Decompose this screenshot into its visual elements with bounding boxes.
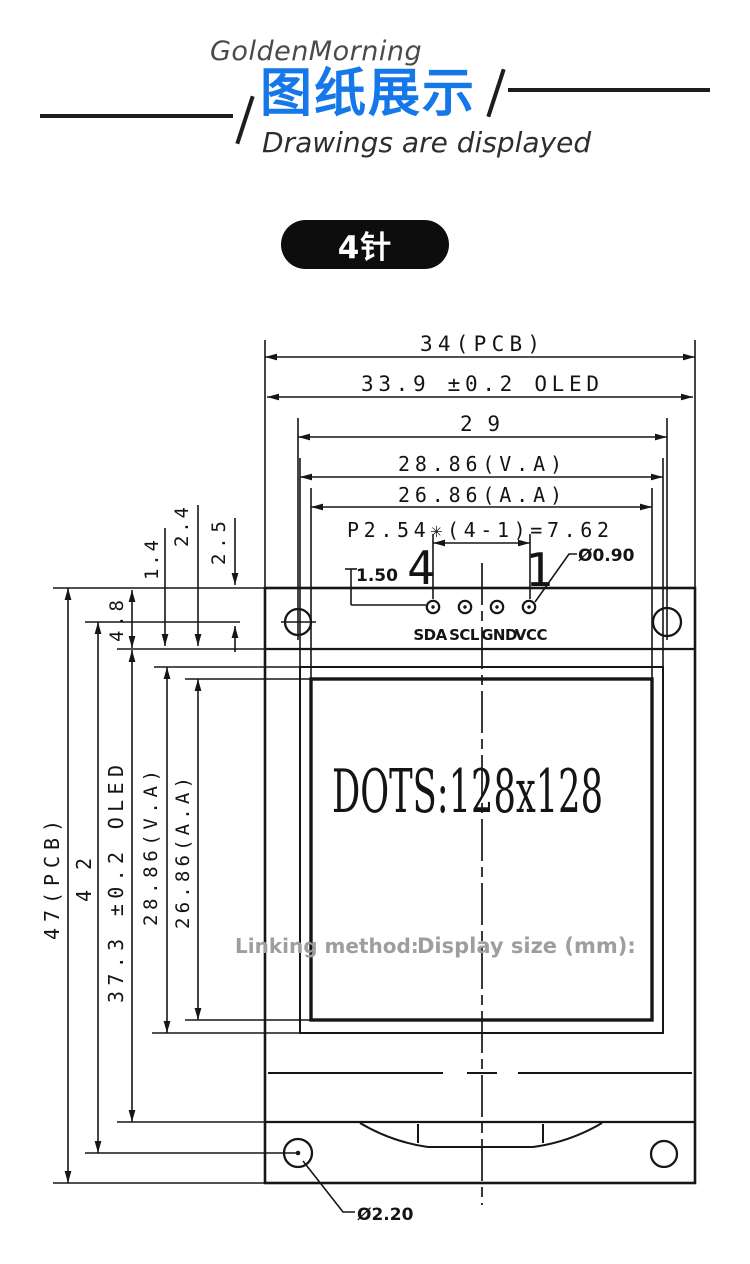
dim-offset-2-5: 2.5 (208, 521, 230, 565)
dim-aa-width: 26.86(A.A) (398, 483, 562, 507)
pin-label-gnd: GND (481, 626, 517, 644)
pin-number-4: 4 (407, 541, 435, 595)
watermark-linking-method: Linking method: (235, 934, 419, 958)
mount-hole-top-right (651, 606, 683, 638)
title-right-line (508, 88, 710, 92)
watermark-display-size: Display size (mm): (417, 934, 636, 958)
mount-hole-top-left (283, 607, 313, 637)
dim-oled-top-offset: 4.8 (106, 600, 128, 642)
dim-va-width: 28.86(V.A) (398, 452, 562, 476)
page-title: 图纸展示 (260, 64, 477, 124)
dim-hole-span-height: 42 (72, 858, 96, 902)
dim-hole-span-width: 29 (460, 412, 500, 436)
pin-label-vcc: VCC (515, 626, 548, 644)
dim-oled-width: 33.9 ±0.2 OLED (361, 372, 599, 396)
mount-hole-bottom-right (649, 1139, 679, 1169)
callout-mount-hole-dia: Ø2.20 (357, 1205, 414, 1225)
dim-aa-height: 26.86(A.A) (172, 777, 194, 929)
dim-pin-pitch: P2.54✳(4-1)=7.62 (347, 518, 609, 542)
display-dots-text: DOTS:128x128 (332, 757, 603, 827)
dim-offset-2-4: 2.4 (171, 507, 193, 547)
dim-offset-1-4: 1.4 (141, 540, 163, 580)
extension-lines (53, 340, 696, 1184)
dim-pcb-height: 47(PCB) (40, 820, 64, 940)
pin-count-badge: 4针 (281, 220, 449, 269)
mounting-holes (282, 606, 683, 1169)
leader-lines (302, 553, 577, 1213)
dimension-lines (64, 353, 695, 1183)
page-subtitle: Drawings are displayed (262, 126, 592, 159)
pin-label-scl: SCL (449, 626, 480, 644)
brand-name: GoldenMorning (210, 36, 423, 67)
dim-va-height: 28.86(V.A) (140, 770, 162, 926)
pcb-outline (263, 563, 697, 1205)
pin-count-label: 4针 (337, 230, 393, 266)
dim-pcb-width: 34(PCB) (420, 332, 540, 356)
pin-number-1: 1 (525, 543, 553, 597)
dim-oled-height: 37.3 ±0.2 OLED (104, 765, 128, 1003)
pin-holes (425, 599, 537, 615)
callout-pin-hole-dia: Ø0.90 (578, 546, 635, 566)
callout-pin-inset: 1.50 (356, 566, 398, 586)
fpc-connector-notches (417, 1124, 544, 1143)
title-left-line (40, 114, 233, 118)
mount-hole-bottom-left (282, 1137, 314, 1169)
pin-label-sda: SDA (413, 626, 447, 644)
fpc-connector (359, 1122, 603, 1148)
